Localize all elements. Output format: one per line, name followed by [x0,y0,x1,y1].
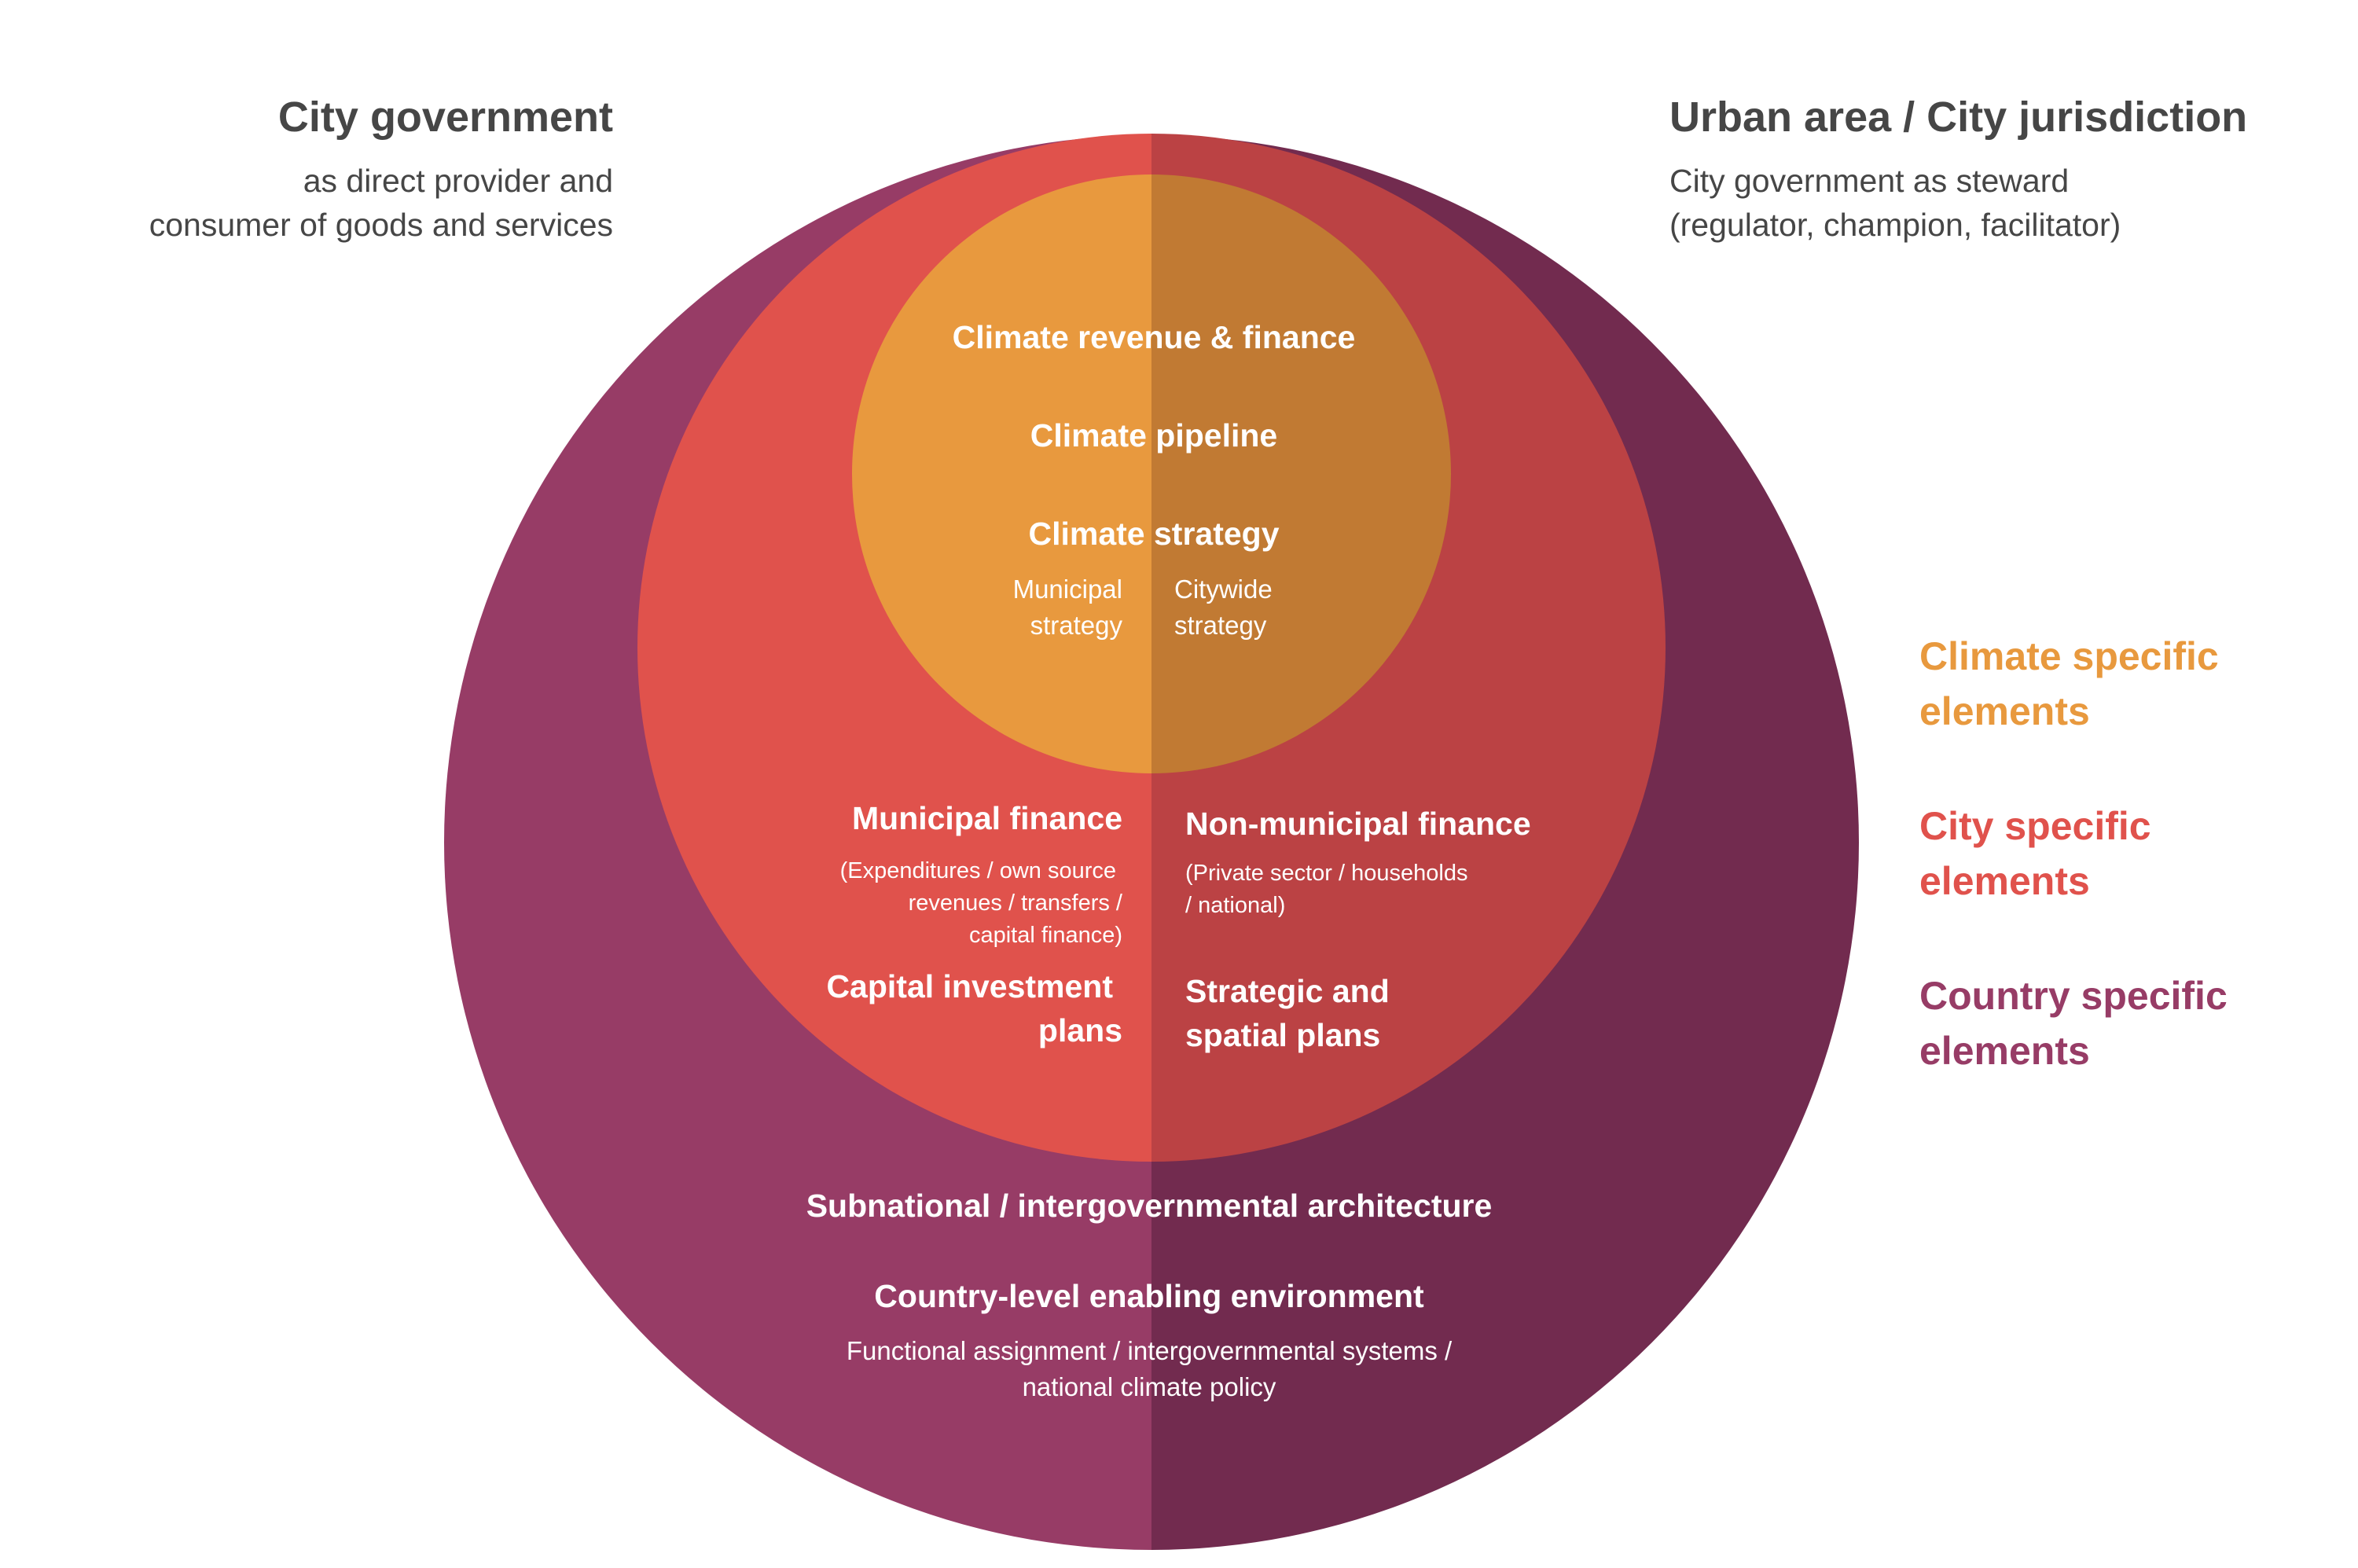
left-header-title: City government [277,94,613,141]
right-header-title: Urban area / City jurisdiction [1669,94,2248,141]
non-municipal-finance-detail-1: (Private sector / households [1185,861,1468,886]
capital-investment-plans-label-1: Capital investment [826,968,1113,1004]
subnational-architecture-label: Subnational / intergovernmental architec… [806,1188,1493,1224]
municipal-finance-label: Municipal finance [852,800,1122,836]
country-detail-1: Functional assignment / intergovernmenta… [846,1336,1453,1365]
climate-strategy-label: Climate strategy [1028,516,1280,552]
non-municipal-finance-label: Non-municipal finance [1185,806,1531,842]
inner-circle-right [1151,174,1451,773]
strategic-spatial-plans-label-2: spatial plans [1185,1017,1381,1053]
municipal-finance-detail-3: capital finance) [968,923,1122,948]
municipal-finance-detail-1: (Expenditures / own source [839,858,1116,883]
country-detail-2: national climate policy [1022,1372,1276,1401]
country-enabling-environment-label: Country-level enabling environment [874,1278,1424,1314]
citywide-strategy-label-2: strategy [1174,611,1267,640]
citywide-strategy-label-1: Citywide [1174,575,1273,604]
legend-climate-specific: Climate specific elements [1919,634,2219,733]
municipal-finance-detail-2: revenues / transfers / [908,890,1122,916]
legend-country-specific: Country specific elements [1919,974,2228,1073]
climate-pipeline-label: Climate pipeline [1030,417,1278,454]
legend-city-specific: City specific elements [1919,804,2151,903]
left-header-subtitle-2: consumer of goods and services [149,207,613,243]
right-header-subtitle-2: (regulator, champion, facilitator) [1669,207,2121,243]
non-municipal-finance-detail-2: / national) [1185,893,1286,918]
inner-circle-left [852,174,1151,773]
capital-investment-plans-label-2: plans [1038,1012,1122,1048]
climate-revenue-finance-label: Climate revenue & finance [952,319,1356,355]
municipal-strategy-label-2: strategy [1030,611,1122,640]
left-header-subtitle-1: as direct provider and [303,163,613,199]
municipal-strategy-label-1: Municipal [1012,575,1122,604]
strategic-spatial-plans-label-1: Strategic and [1185,973,1390,1009]
right-header-subtitle-1: City government as steward [1669,163,2070,199]
